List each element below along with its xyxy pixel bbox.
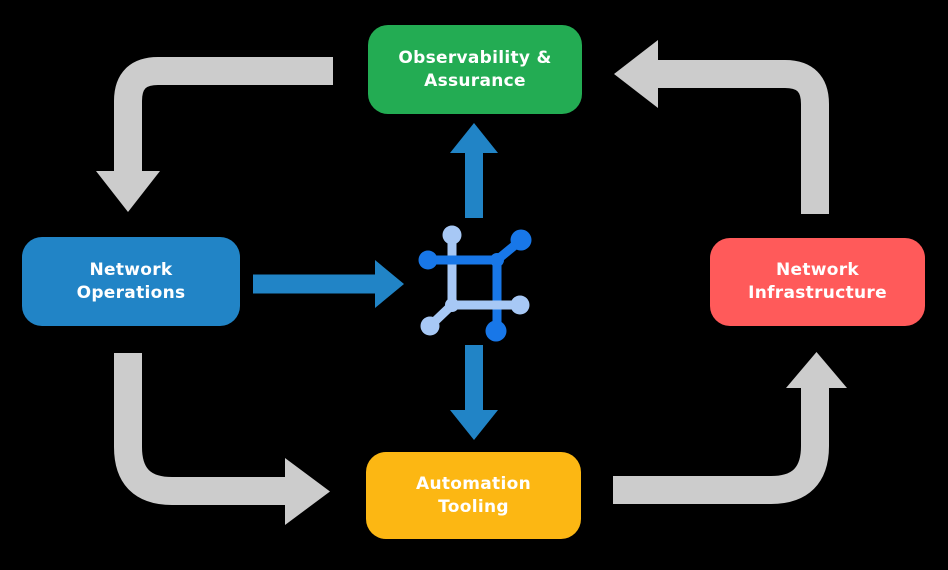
arrow-head-up-icon <box>450 123 498 153</box>
arrow-head-down-icon <box>450 410 498 440</box>
node-label: Network Infrastructure <box>748 260 887 303</box>
arrow-shaft <box>114 57 333 172</box>
arrow-head-up-icon <box>786 352 847 388</box>
icon-node-right <box>510 295 530 315</box>
node-label: Network Operations <box>76 259 186 303</box>
arrow-platform-to-observability <box>450 123 498 218</box>
icon-junction-top-right <box>490 253 504 267</box>
node-network-operations: Network Operations <box>22 237 240 326</box>
icon-node-top <box>442 225 462 245</box>
arrow-head-left-icon <box>614 40 658 108</box>
icon-node-top-right <box>510 229 532 251</box>
node-network-infrastructure: Network Infrastructure <box>710 238 925 326</box>
icon-node-left <box>418 250 438 270</box>
node-label: Observability & Assurance <box>398 47 552 91</box>
arrow-observability-to-operations <box>96 57 333 212</box>
arrow-shaft <box>656 60 829 214</box>
arrow-operations-to-automation <box>114 353 330 525</box>
arrow-shaft <box>613 386 829 504</box>
arrow-infrastructure-to-observability <box>614 40 829 214</box>
icon-node-bottom-left <box>420 316 440 336</box>
icon-junction-bottom-left <box>445 298 459 312</box>
arrow-platform-to-automation <box>450 345 498 440</box>
icon-light-links <box>426 300 524 330</box>
node-automation-tooling: Automation Tooling <box>366 452 581 539</box>
network-platform-icon <box>418 225 532 342</box>
arrow-operations-to-platform <box>253 260 404 308</box>
arrow-automation-to-infrastructure <box>613 352 847 504</box>
icon-node-bottom <box>485 320 507 342</box>
arrow-head-right-icon <box>285 458 330 525</box>
node-observability-assurance: Observability & Assurance <box>368 25 582 114</box>
node-label: Automation Tooling <box>416 473 531 517</box>
arrow-shaft <box>114 353 287 505</box>
icon-light-nodes <box>420 295 530 336</box>
arrow-head-down-icon <box>96 171 160 212</box>
arrow-head-right-icon <box>375 260 404 308</box>
icon-dark-nodes <box>418 229 532 342</box>
